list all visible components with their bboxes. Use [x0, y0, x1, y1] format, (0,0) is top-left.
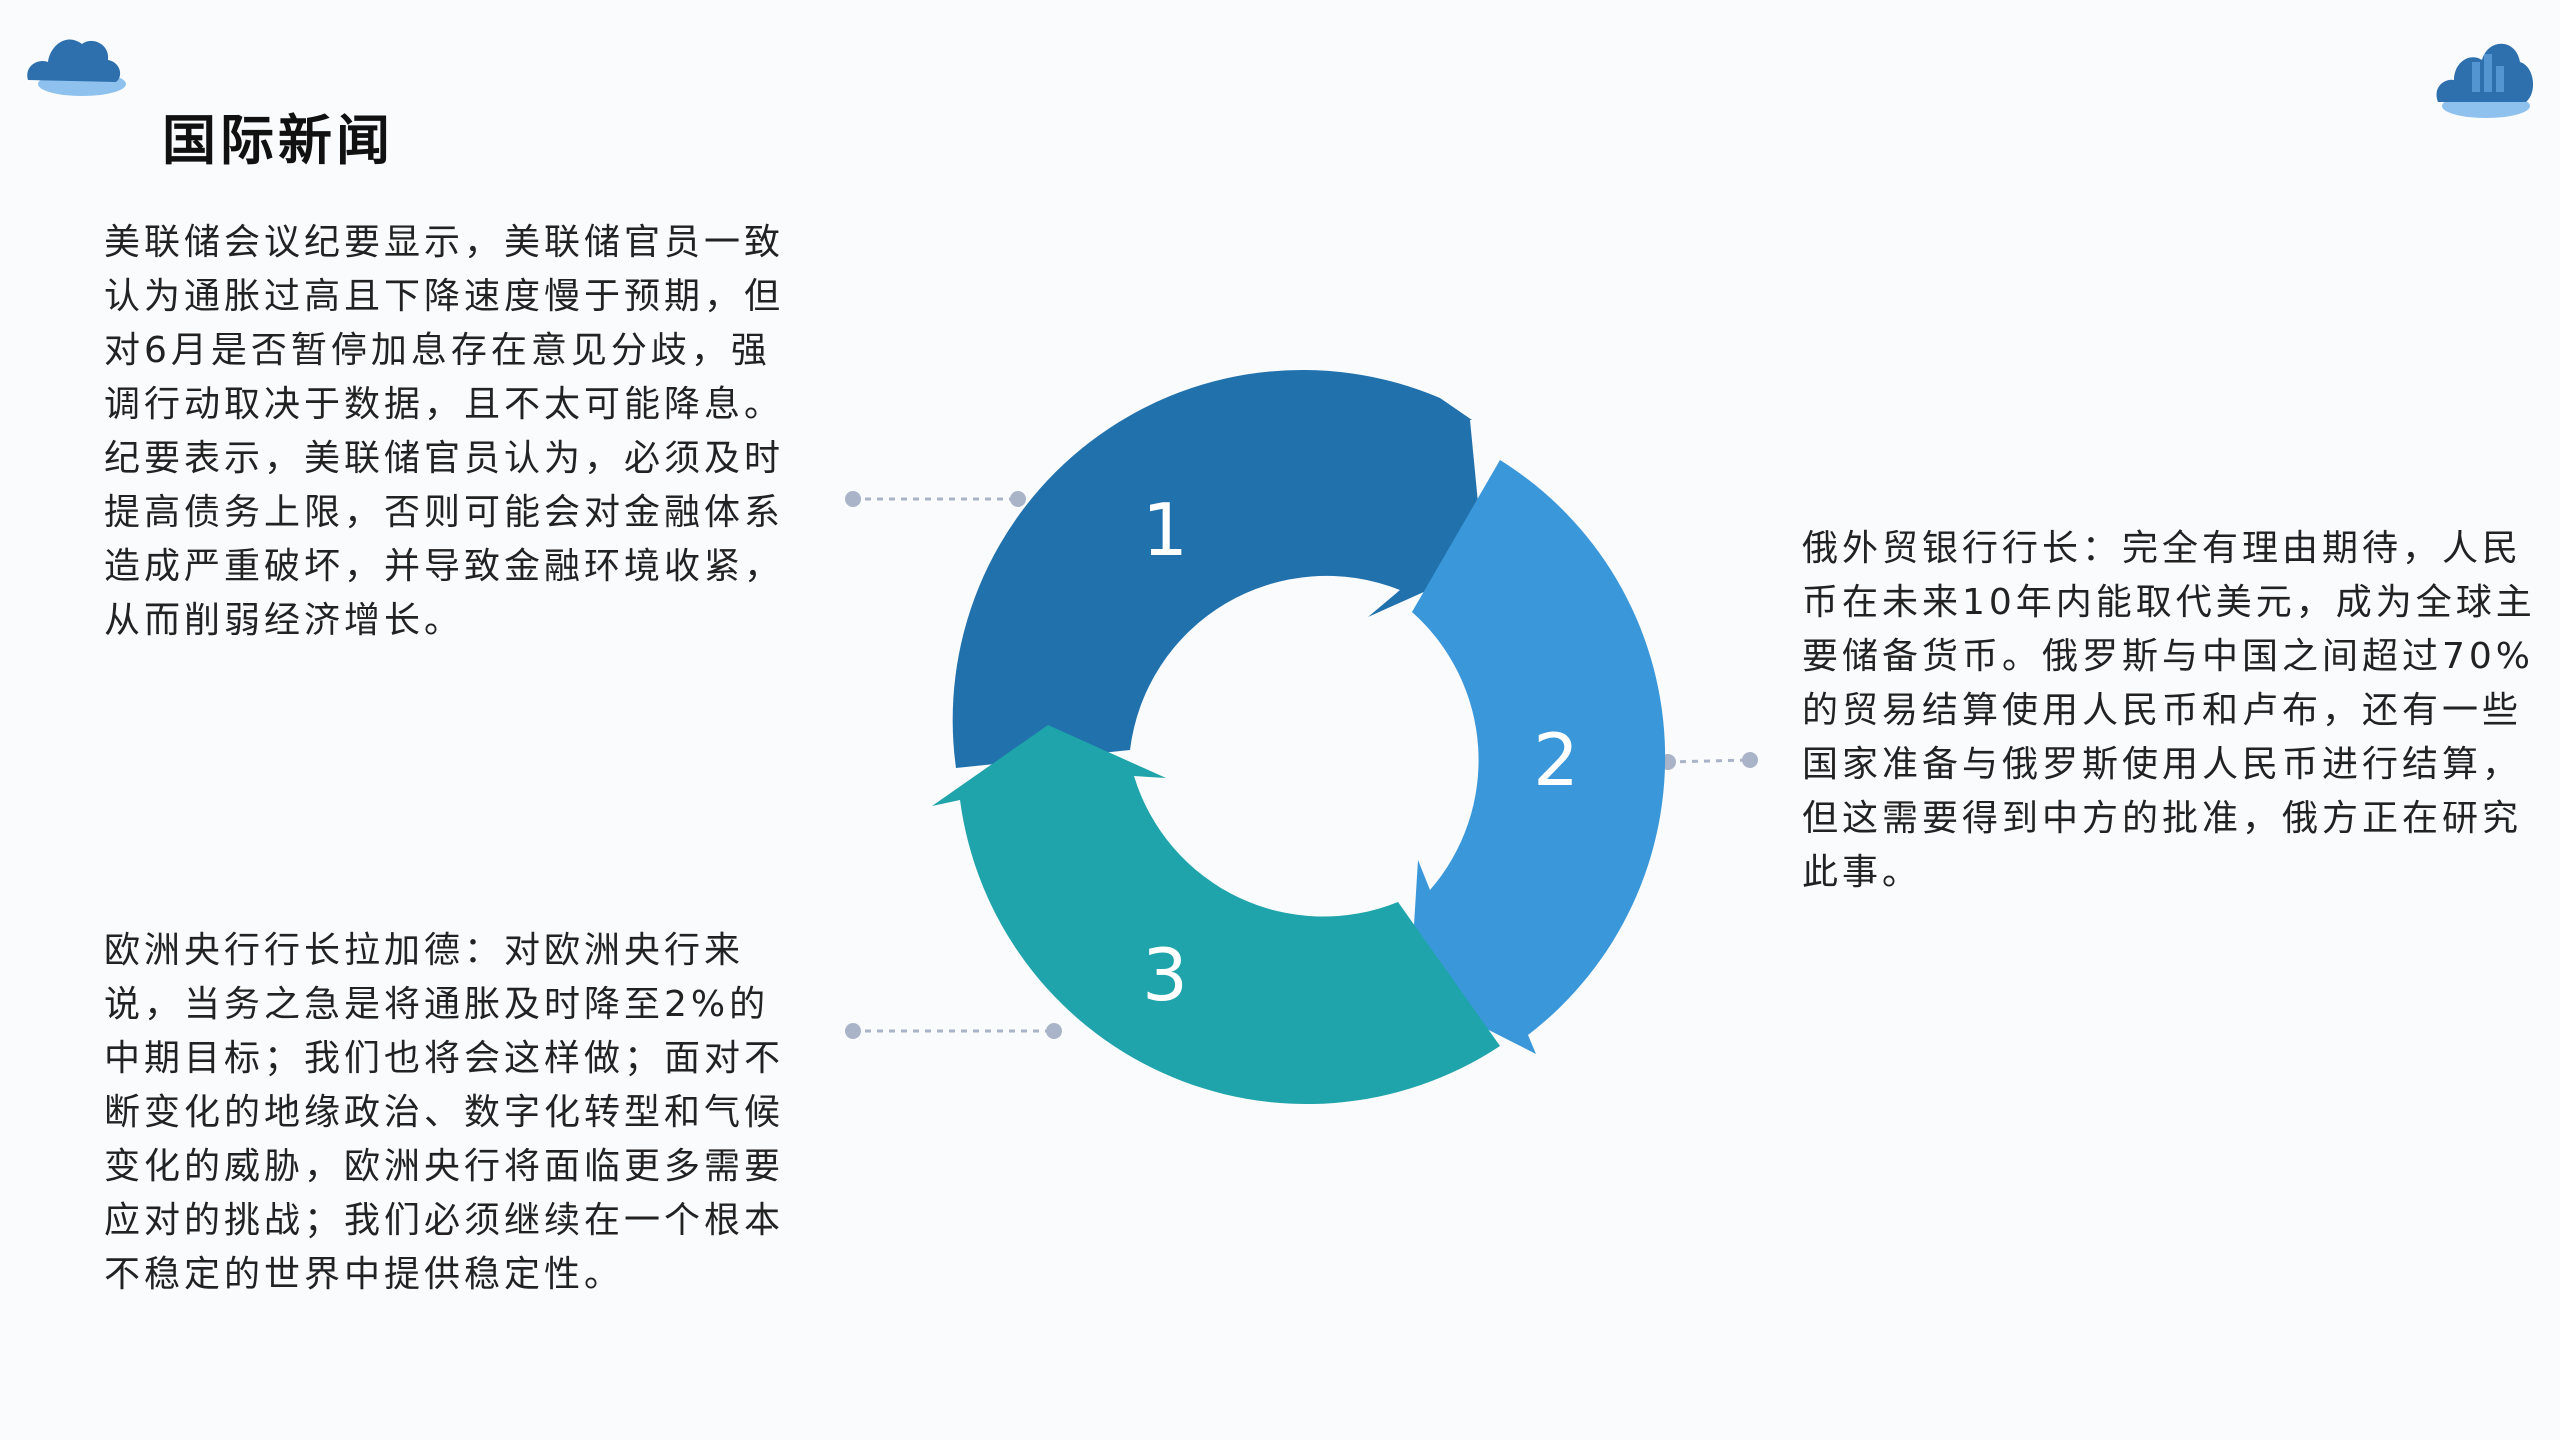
cycle-arrow-3 [932, 725, 1500, 1105]
connector-1 [845, 491, 1026, 507]
news-fed-text: 美联储会议纪要显示，美联储官员一致认为通胀过高且下降速度慢于预期，但对6月是否暂… [104, 222, 785, 641]
cloud-decoration-right [2436, 43, 2534, 118]
connector-dot [1010, 491, 1026, 507]
news-vtb-text: 俄外贸银行行长：完全有理由期待，人民币在未来10年内能取代美元，成为全球主要储备… [1802, 528, 2536, 893]
connector-line-2 [1667, 758, 1751, 764]
cycle-arrow-1 [952, 369, 1484, 768]
city-skyline-icon [2472, 54, 2504, 92]
cycle-step-3-label: 3 [1142, 933, 1188, 1017]
connector-3 [845, 1023, 1062, 1039]
cloud-decoration-left [27, 39, 126, 96]
connector-dot [1046, 1023, 1062, 1039]
cycle-step-2-label: 2 [1533, 718, 1579, 802]
cycle-arrow-2 [1410, 460, 1666, 1054]
page-title: 国际新闻 [162, 109, 394, 172]
connector-dot [1742, 752, 1758, 768]
connector-2 [1660, 752, 1758, 770]
connector-dot [845, 1023, 861, 1039]
news-ecb-text: 欧洲央行行长拉加德：对欧洲央行来说，当务之急是将通胀及时降至2%的中期目标；我们… [104, 930, 785, 1295]
connector-dot [845, 491, 861, 507]
cycle-step-1-label: 1 [1142, 488, 1188, 572]
